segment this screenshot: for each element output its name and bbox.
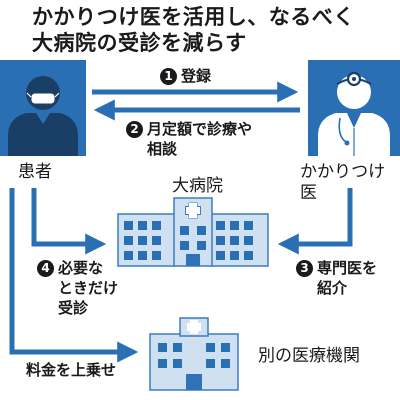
arrow-refer-specialist	[277, 188, 353, 255]
step-3-text-line2: 紹介	[317, 279, 348, 297]
step-2-number: 2	[126, 121, 143, 138]
step-2-text-line1: 月定額で診療や	[147, 120, 253, 138]
step-1-text: 登録	[181, 67, 212, 85]
step-3-number: 3	[296, 260, 313, 277]
arrow-surcharge	[9, 188, 139, 363]
doctor-with-head-mirror-icon	[318, 71, 390, 156]
patient-panel	[0, 60, 86, 156]
arrow-visit-when-needed	[31, 188, 107, 255]
step-3-text-line1: 専門医を	[317, 259, 378, 277]
large-hospital-label: 大病院	[172, 176, 223, 196]
doctor-panel	[308, 60, 400, 156]
step-2-text-line2: 相談	[147, 140, 178, 158]
other-institution-building-icon	[149, 317, 239, 391]
patient-label: 患者	[18, 162, 52, 182]
title-line-1: かかりつけ医を活用し、なるべく	[32, 5, 355, 29]
doctor-label: かかりつけ医	[300, 162, 386, 203]
large-hospital-building-icon	[117, 197, 269, 267]
other-institution-label: 別の医療機関	[258, 346, 360, 366]
step-4-text-line3: 受診	[58, 299, 89, 317]
step-4-text-line1: 必要な	[58, 259, 104, 277]
step-4-text-line2: ときだけ	[58, 279, 119, 297]
title-line-2: 大病院の受診を減らす	[32, 31, 247, 55]
patient-with-mask-icon	[8, 76, 78, 156]
surcharge-label: 料金を上乗せ	[26, 361, 117, 379]
step-1-number: 1	[160, 68, 177, 85]
step-4-number: 4	[37, 260, 54, 277]
